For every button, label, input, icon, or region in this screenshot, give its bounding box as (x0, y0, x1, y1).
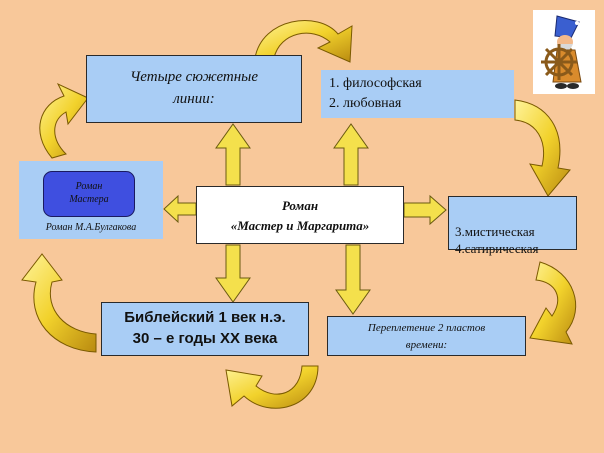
arrow-up-right (333, 123, 369, 186)
line-satirical: 4.сатирическая (455, 241, 539, 256)
two-layers-line1: Переплетение 2 пластов (367, 322, 486, 334)
curved-arrow-bottom (225, 365, 319, 409)
curved-arrow-left-upper (39, 82, 89, 159)
box-time-periods: Библейский 1 век н.э. 30 – е годы XX век… (101, 302, 309, 356)
arrow-down-left (215, 244, 251, 303)
period-1930s: 30 – е годы XX века (132, 330, 278, 347)
arrow-right (403, 194, 447, 226)
line-mystical: 3.мистическая (455, 224, 535, 239)
arrow-up-left (215, 123, 251, 186)
arrow-left (163, 194, 197, 224)
arrow-down-right (335, 244, 371, 315)
curved-arrow-top (254, 20, 353, 63)
box-lines-1-2: 1. философская 2. любовная (321, 70, 514, 118)
box-lines-3-4: 3.мистическая 4.сатирическая (448, 196, 577, 256)
inner-line2: Мастера (69, 194, 109, 205)
curved-arrow-right-lower (529, 261, 577, 345)
box-plot-lines-line1: Четыре сюжетные (129, 69, 259, 85)
box-two-layers: Переплетение 2 пластов времени: (327, 316, 526, 356)
inner-novel-of-master: Роман Мастера (43, 171, 135, 217)
box-novel-title: Роман «Мастер и Маргарита» (196, 186, 404, 244)
box-plot-lines-line2: линии: (173, 91, 215, 107)
wizard-at-ship-wheel-icon (533, 10, 595, 94)
caption-bulgakov: Роман М.А.Булгакова (45, 222, 137, 233)
box-novel-of-master: Роман Мастера Роман М.А.Булгакова (19, 161, 163, 239)
line-love: 2. любовная (329, 96, 402, 111)
box-plot-lines: Четыре сюжетные линии: (86, 55, 302, 123)
curved-arrow-left-lower (21, 253, 97, 353)
center-line2: «Мастер и Маргарита» (230, 218, 370, 233)
two-layers-line2: времени: (405, 339, 448, 351)
inner-line1: Роман (75, 181, 103, 192)
center-line1: Роман (281, 198, 319, 213)
curved-arrow-right-upper (514, 99, 571, 197)
period-biblical: Библейский 1 век н.э. (124, 309, 286, 326)
line-philosophical: 1. философская (329, 76, 422, 91)
